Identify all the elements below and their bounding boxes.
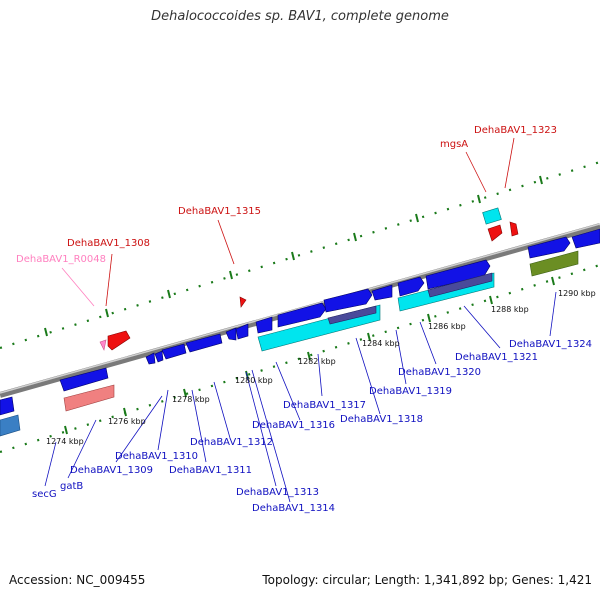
bottom-leaders [44, 291, 557, 503]
gene-1315-marker [239, 296, 247, 308]
inner-scale-track [0, 263, 600, 454]
gene-rev-m [161, 343, 187, 360]
top-leaders [61, 137, 515, 307]
gene-1320-stripe [427, 272, 493, 298]
gene-fwd-a [225, 327, 237, 341]
gene-1309-pale [63, 384, 115, 412]
gene-gatb [59, 367, 109, 392]
gene-1323-arrow [487, 224, 503, 242]
gene-fwd-j [571, 228, 600, 249]
bottom-feature-labels[interactable]: secG gatB DehaBAV1_1309 DehaBAV1_1310 De… [32, 339, 592, 514]
accession-text: Accession: NC_009455 [9, 573, 146, 587]
gene-fwd-d [277, 302, 327, 328]
scale-label: 1276 kbp [108, 417, 146, 426]
gene-fwd-f [371, 284, 393, 301]
gene-fwd-g [397, 276, 425, 297]
label-r0048: DehaBAV1_R0048 [16, 254, 106, 265]
label-1319: DehaBAV1_1319 [369, 386, 452, 397]
label-secg: secG [32, 489, 57, 500]
map-title: Dehalococcoides sp. BAV1, complete genom… [151, 9, 449, 24]
scale-label: 1288 kbp [491, 305, 529, 314]
gene-rev-left-2 [0, 414, 21, 437]
gene-fwd-b [235, 323, 249, 340]
label-1312: DehaBAV1_1312 [190, 437, 273, 448]
label-1310: DehaBAV1_1310 [115, 451, 198, 462]
label-1315: DehaBAV1_1315 [178, 206, 261, 217]
scale-label: 1274 kbp [46, 437, 84, 446]
gene-rev-l [154, 350, 164, 363]
inner-major-ticks [64, 276, 555, 435]
label-mgsa: mgsA [440, 139, 468, 150]
gene-fwd-e [323, 288, 373, 313]
gene-rev-k [145, 352, 156, 365]
scale-label: 1284 kbp [362, 339, 400, 348]
label-1320: DehaBAV1_1320 [398, 367, 481, 378]
gene-rev-left [0, 396, 15, 416]
label-1321: DehaBAV1_1321 [455, 352, 538, 363]
label-1313: DehaBAV1_1313 [236, 487, 319, 498]
top-feature-labels[interactable]: DehaBAV1_R0048 DehaBAV1_1308 DehaBAV1_13… [16, 125, 557, 265]
gene-fwd-h [425, 259, 491, 290]
label-1318: DehaBAV1_1318 [340, 414, 423, 425]
scale-label: 1278 kbp [172, 395, 210, 404]
label-1314: DehaBAV1_1314 [252, 503, 335, 514]
forward-genes[interactable] [99, 207, 600, 351]
gene-fwd-c [255, 316, 273, 334]
reverse-genes[interactable] [0, 250, 579, 437]
mgsa-rrna [482, 207, 502, 225]
label-1311: DehaBAV1_1311 [169, 465, 252, 476]
scale-labels: 1274 kbp 1276 kbp 1278 kbp 1280 kbp 1282… [46, 289, 596, 446]
genome-summary-text: Topology: circular; Length: 1,341,892 bp… [262, 573, 592, 587]
backbone-highlight [0, 223, 600, 394]
outer-scale-track [0, 160, 600, 350]
gene-1317-stripe [327, 305, 377, 325]
label-gatb: gatB [60, 481, 83, 492]
gene-fwd-i [527, 236, 571, 259]
label-1316: DehaBAV1_1316 [252, 420, 335, 431]
mgsa-marker [509, 221, 519, 237]
label-1324: DehaBAV1_1324 [509, 339, 592, 350]
label-1323: DehaBAV1_1323 [474, 125, 557, 136]
scale-label: 1286 kbp [428, 322, 466, 331]
gene-rev-n [185, 333, 223, 353]
gene-1324-olive [529, 250, 579, 277]
label-1308: DehaBAV1_1308 [67, 238, 150, 249]
outer-major-ticks [44, 175, 543, 337]
label-1309: DehaBAV1_1309 [70, 465, 153, 476]
scale-label: 1282 kbp [298, 357, 336, 366]
label-1317: DehaBAV1_1317 [283, 400, 366, 411]
scale-label: 1280 kbp [235, 376, 273, 385]
scale-label: 1290 kbp [558, 289, 596, 298]
gene-r0048-marker [99, 339, 107, 351]
gene-1308-arrow [107, 330, 131, 351]
